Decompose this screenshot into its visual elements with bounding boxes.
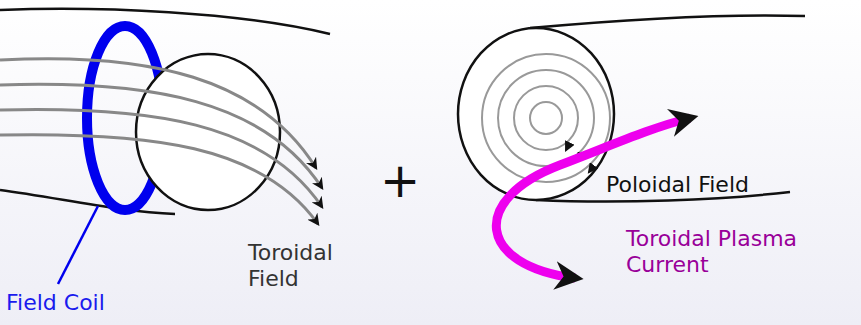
plus-sign: + xyxy=(380,152,420,209)
leader-line xyxy=(58,206,98,284)
field-label: Toroidal Field xyxy=(248,240,358,292)
coil-label: Field Coil xyxy=(6,290,105,316)
current-label: Toroidal Plasma Current xyxy=(626,226,841,278)
field-label: Poloidal Field xyxy=(606,172,749,198)
